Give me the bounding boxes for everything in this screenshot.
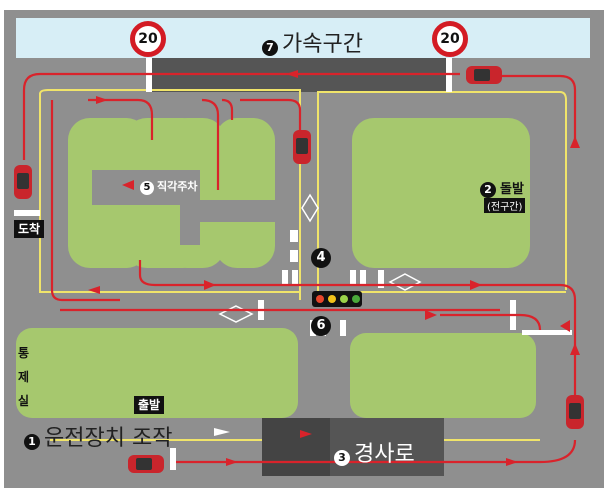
route-arrows xyxy=(88,70,580,466)
section-number-1: 1 xyxy=(24,433,40,450)
diamond-markings xyxy=(218,193,422,323)
control-room-char-1: 통 xyxy=(18,346,30,360)
car-icons xyxy=(14,66,584,473)
section-number-7: 7 xyxy=(262,39,278,56)
arrival-badge: 도착 xyxy=(14,220,45,238)
start-badge: 출발 xyxy=(134,396,165,414)
control-room-char-2: 제 xyxy=(18,370,30,384)
traffic-light xyxy=(312,291,362,307)
control-room-char-3: 실 xyxy=(18,394,30,408)
parking-text: 직각주차 xyxy=(157,180,198,193)
route-path xyxy=(22,72,577,464)
section-number-6: 6 xyxy=(311,315,331,336)
speed-limit-sign-right: 20 xyxy=(432,21,468,57)
section-number-3: 3 xyxy=(334,449,350,466)
signal-marker: 6 xyxy=(311,314,335,336)
section-number-5: 5 xyxy=(140,180,154,195)
speed-limit-sign-left: 20 xyxy=(130,21,166,57)
curve-section-label: 2 돌발 xyxy=(480,178,524,198)
parking-lot xyxy=(92,170,275,245)
section-number-2: 2 xyxy=(480,181,496,198)
acceleration-text: 가속구간 xyxy=(282,32,363,57)
curve-text: 돌발 xyxy=(500,182,524,197)
device-text: 운전장치 조작 xyxy=(44,426,173,451)
acceleration-band xyxy=(16,18,590,58)
section-number-4: 4 xyxy=(311,247,331,268)
speed-limit-left-value: 20 xyxy=(138,31,158,47)
slope-text: 경사로 xyxy=(354,442,415,467)
speed-limit-right-value: 20 xyxy=(440,31,460,47)
intersection-marker: 4 xyxy=(311,246,335,268)
curve-subtext: (전구간) xyxy=(484,198,526,213)
